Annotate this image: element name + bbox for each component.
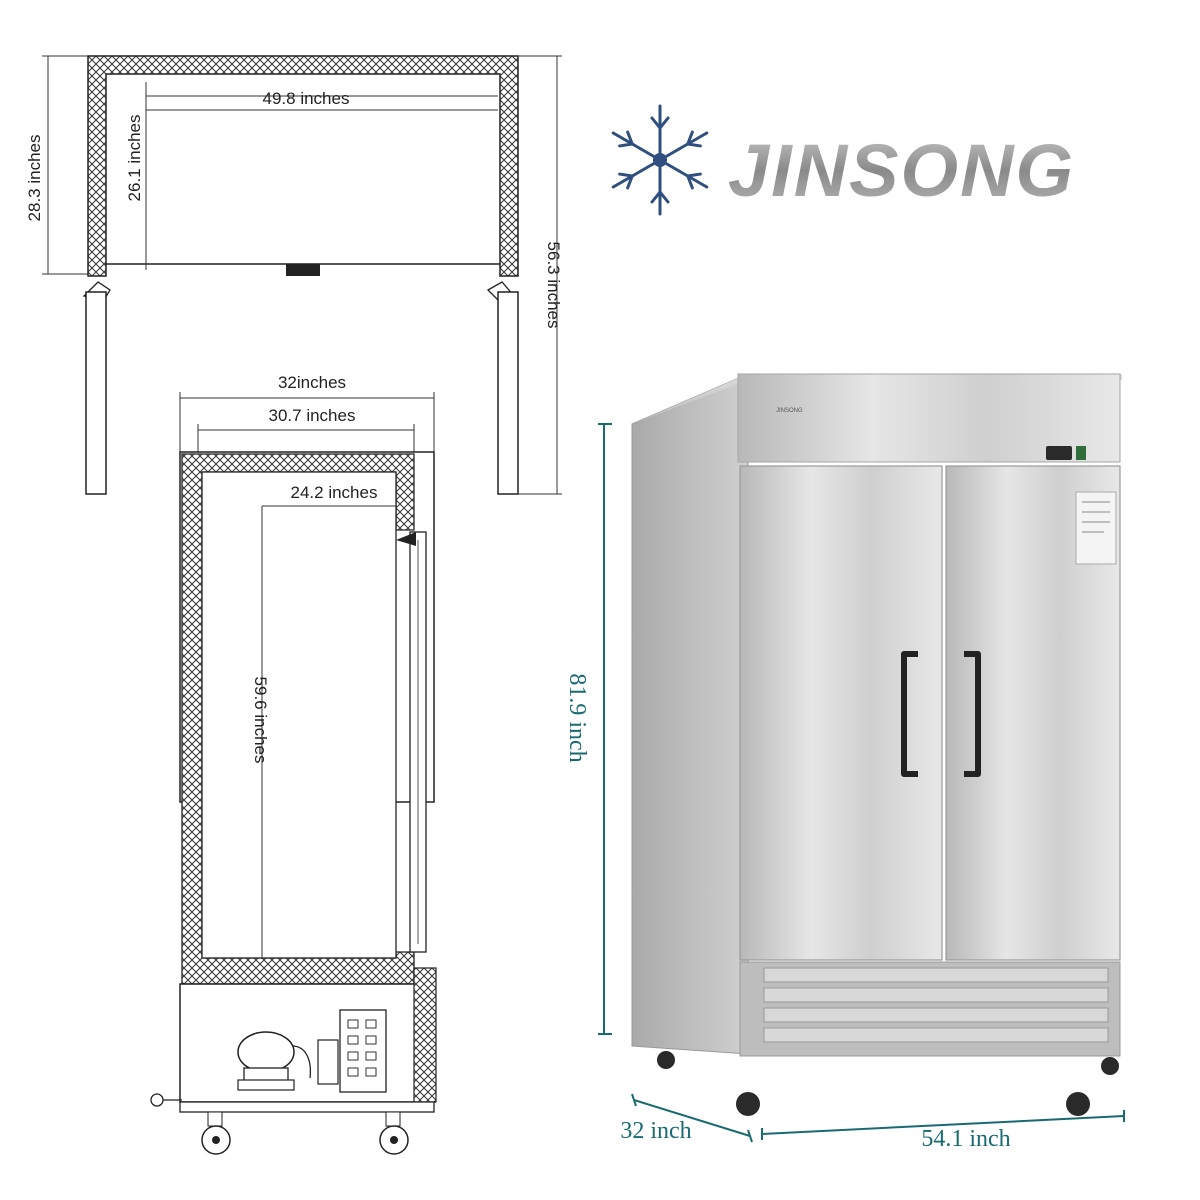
product-height-label: 81.9 inch — [564, 673, 590, 762]
top-view-drawing: 49.8 inches 26.1 inches 28.3 inches 56.3… — [25, 55, 563, 495]
right-door-handle — [964, 651, 981, 777]
refrigerator-render: JINSONG — [631, 373, 1122, 1116]
product-depth-label: 32 inch — [620, 1118, 691, 1144]
side-body-depth-label: 30.7 inches — [269, 406, 356, 425]
spec-label-sticker — [1075, 491, 1117, 565]
caster-left — [201, 1111, 231, 1155]
top-inner-width-label: 49.8 inches — [263, 89, 350, 108]
temperature-display — [1046, 446, 1072, 460]
side-view-drawing: 32inches 30.7 inches 24.2 inches 59.6 in… — [150, 373, 437, 1155]
power-switch — [1076, 446, 1086, 460]
right-door-open — [497, 291, 519, 495]
front-badge: JINSONG — [776, 408, 803, 414]
left-door — [739, 465, 943, 961]
top-door-open-depth-label: 56.3 inches — [544, 242, 563, 329]
caster-front-right — [1066, 1092, 1090, 1116]
side-inner-depth-label: 24.2 inches — [291, 483, 378, 502]
top-inner-depth-label: 26.1 inches — [125, 115, 144, 202]
side-outer-depth-label: 32inches — [278, 373, 346, 392]
product-width-label: 54.1 inch — [921, 1126, 1010, 1152]
snowflake-icon — [611, 104, 709, 216]
caster-rear-right — [1101, 1057, 1119, 1075]
side-inner-height-label: 59.6 inches — [251, 677, 270, 764]
caster-right — [379, 1111, 409, 1155]
rear-grille — [413, 967, 437, 1103]
top-outer-depth-label: 28.3 inches — [25, 135, 44, 222]
left-door-open — [85, 291, 107, 495]
brand-name: JINSONG — [728, 129, 1075, 212]
compressor — [237, 1031, 312, 1091]
caster-front-left — [736, 1092, 760, 1116]
brand-logo: JINSONG — [611, 104, 1075, 216]
left-door-handle — [901, 651, 918, 777]
condenser-unit — [317, 1009, 387, 1093]
caster-rear-left — [657, 1051, 675, 1069]
door-gasket-center — [286, 264, 320, 276]
product-dimensions — [598, 423, 1125, 1143]
